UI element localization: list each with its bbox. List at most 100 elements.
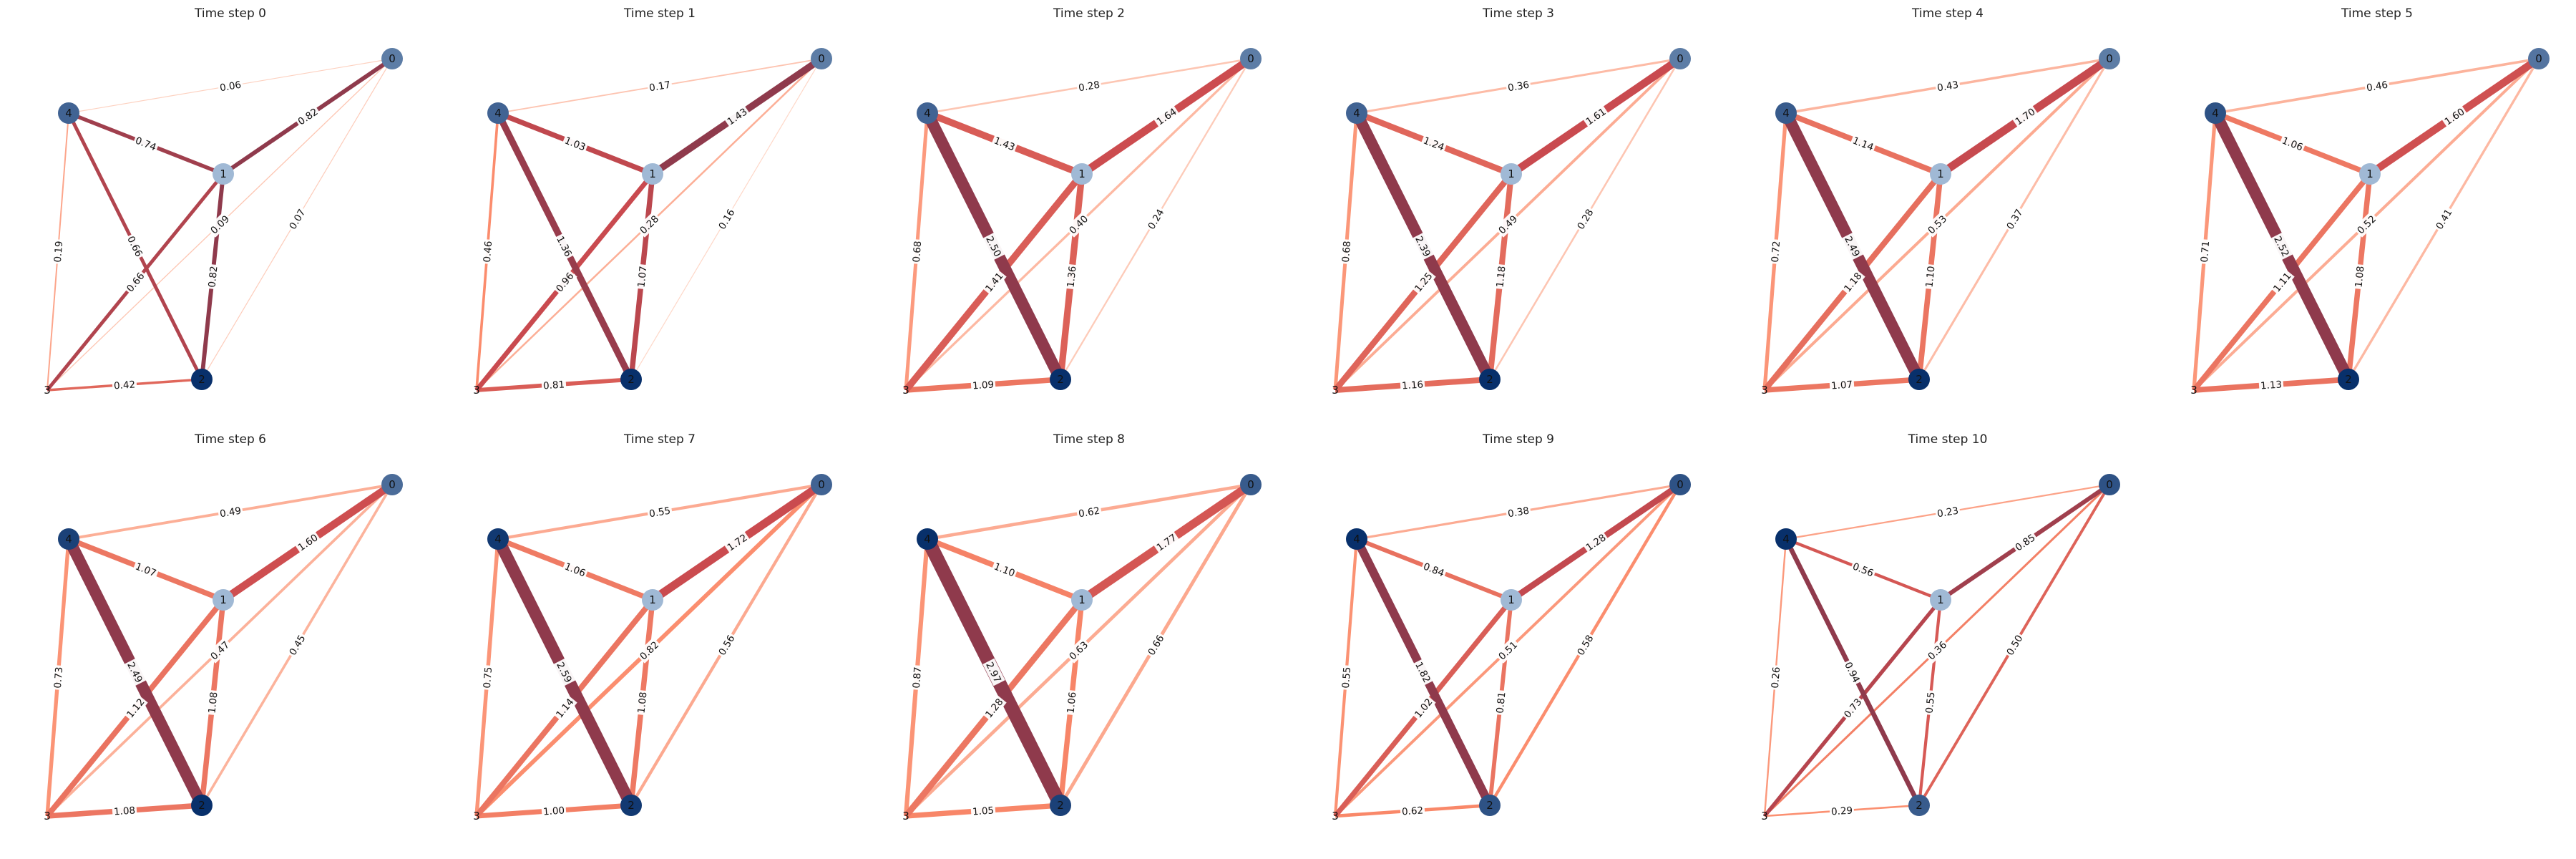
edge-label-bg — [1922, 263, 1938, 290]
node-circle — [1669, 474, 1691, 495]
edge-label-bg — [646, 77, 673, 94]
edge-label-0-4: 0.17 — [646, 77, 673, 94]
node-label: 1 — [1078, 593, 1085, 606]
edge-weight-label: 1.07 — [1831, 379, 1853, 392]
edge-weight-label: 0.38 — [1507, 505, 1530, 520]
node-0: 0 — [811, 474, 832, 495]
edge-weight-label: 1.14 — [1851, 135, 1875, 153]
node-circle — [2338, 369, 2359, 390]
node-circle — [1908, 795, 1930, 816]
edge-label-layer: 0.450.470.490.731.071.081.081.121.602.49 — [50, 503, 322, 818]
edge-label-bg — [1494, 211, 1521, 238]
edge-label-bg — [217, 77, 244, 94]
node-1: 1 — [213, 589, 234, 611]
edge-label-1-4: 0.56 — [1849, 558, 1878, 581]
edge-weight-label: 1.09 — [972, 379, 995, 392]
edge-label-bg — [124, 232, 147, 261]
edge-label-1-2: 1.08 — [634, 689, 650, 716]
panel-title: Time step 6 — [194, 432, 266, 447]
edge-weight-label: 0.23 — [1936, 505, 1959, 520]
edge-label-bg — [1494, 637, 1521, 664]
edge-label-2-4: 2.59 — [553, 658, 576, 686]
edge-label-0-4: 0.23 — [1934, 503, 1961, 520]
edge-label-bg — [2258, 377, 2284, 392]
node-label: 4 — [1782, 533, 1790, 545]
edge-weight-label: 1.08 — [206, 691, 220, 714]
edge-label-bg — [112, 377, 137, 392]
edge-label-bg — [990, 558, 1019, 581]
node-label: 1 — [1937, 168, 1944, 180]
edge-label-0-2: 0.66 — [1143, 631, 1168, 659]
edge-label-bg — [561, 132, 590, 155]
node-label: 3 — [902, 384, 909, 397]
edge-label-bg — [1143, 205, 1168, 233]
edge-label-2-3: 1.09 — [970, 377, 996, 392]
edge-weight-label: 0.71 — [2199, 241, 2212, 263]
edge-weight-label: 2.52 — [2271, 234, 2291, 258]
panel-title: Time step 10 — [1908, 432, 1988, 447]
node-circle — [1501, 589, 1522, 611]
edge-label-3-4: 0.75 — [479, 664, 495, 691]
edge-label-2-3: 0.62 — [1400, 803, 1425, 818]
edge-label-bg — [1338, 664, 1354, 691]
edge-label-bg — [217, 503, 244, 520]
edge-label-bg — [1934, 503, 1961, 520]
node-label: 3 — [473, 810, 480, 822]
edge-label-bg — [723, 530, 751, 555]
edge-weight-label: 0.56 — [1851, 560, 1875, 579]
node-1: 1 — [1930, 163, 1951, 185]
node-circle — [487, 102, 509, 124]
edge-weight-label: 1.07 — [635, 266, 649, 288]
edge-label-bg — [1412, 658, 1435, 686]
edge-label-1-2: 1.08 — [205, 689, 220, 716]
edge-label-bg — [122, 268, 148, 296]
node-circle — [58, 528, 79, 550]
node-label: 2 — [1916, 373, 1923, 386]
node-circle — [1669, 48, 1691, 69]
edge-label-1-4: 0.74 — [132, 132, 160, 155]
node-3: 3 — [1761, 384, 1768, 397]
node-0: 0 — [1669, 474, 1691, 495]
edge-label-bg — [1400, 803, 1425, 818]
node-circle — [2099, 474, 2120, 495]
node-3: 3 — [473, 810, 480, 822]
node-label: 4 — [2212, 107, 2219, 120]
edge-label-bg — [1410, 268, 1436, 296]
node-label: 2 — [628, 373, 635, 386]
edge-weight-label: 2.97 — [983, 660, 1003, 684]
node-circle — [642, 589, 663, 611]
edge-label-bg — [1581, 530, 1610, 555]
node-label: 1 — [649, 168, 656, 180]
edge-label-0-2: 0.28 — [1573, 205, 1597, 233]
node-1: 1 — [213, 163, 234, 185]
edge-weight-label: 1.36 — [1065, 266, 1078, 288]
node-circle — [1479, 369, 1501, 390]
node-label: 0 — [389, 52, 396, 65]
edge-label-0-4: 0.49 — [217, 503, 244, 520]
edge-label-bg — [646, 503, 673, 520]
node-circle — [1930, 589, 1951, 611]
node-3: 3 — [44, 810, 51, 822]
edge-weight-label: 1.06 — [563, 560, 587, 579]
node-circle — [487, 528, 509, 550]
edge-label-3-4: 0.68 — [909, 238, 924, 265]
edge-weight-label: 0.19 — [52, 241, 65, 263]
edge-label-2-4: 2.49 — [1841, 232, 1864, 261]
edge-label-2-3: 1.00 — [541, 803, 567, 818]
edge-label-bg — [1840, 268, 1865, 296]
edge-label-bg — [634, 263, 650, 290]
edge-label-3-4: 0.46 — [479, 238, 495, 265]
node-circle — [1908, 369, 1930, 390]
edge-label-bg — [2197, 238, 2212, 265]
edge-label-bg — [909, 664, 924, 691]
edge-label-bg — [1075, 77, 1103, 94]
node-circle — [191, 795, 213, 816]
edge-label-bg — [1412, 232, 1435, 261]
node-4: 4 — [1775, 102, 1797, 124]
node-3: 3 — [44, 384, 51, 397]
